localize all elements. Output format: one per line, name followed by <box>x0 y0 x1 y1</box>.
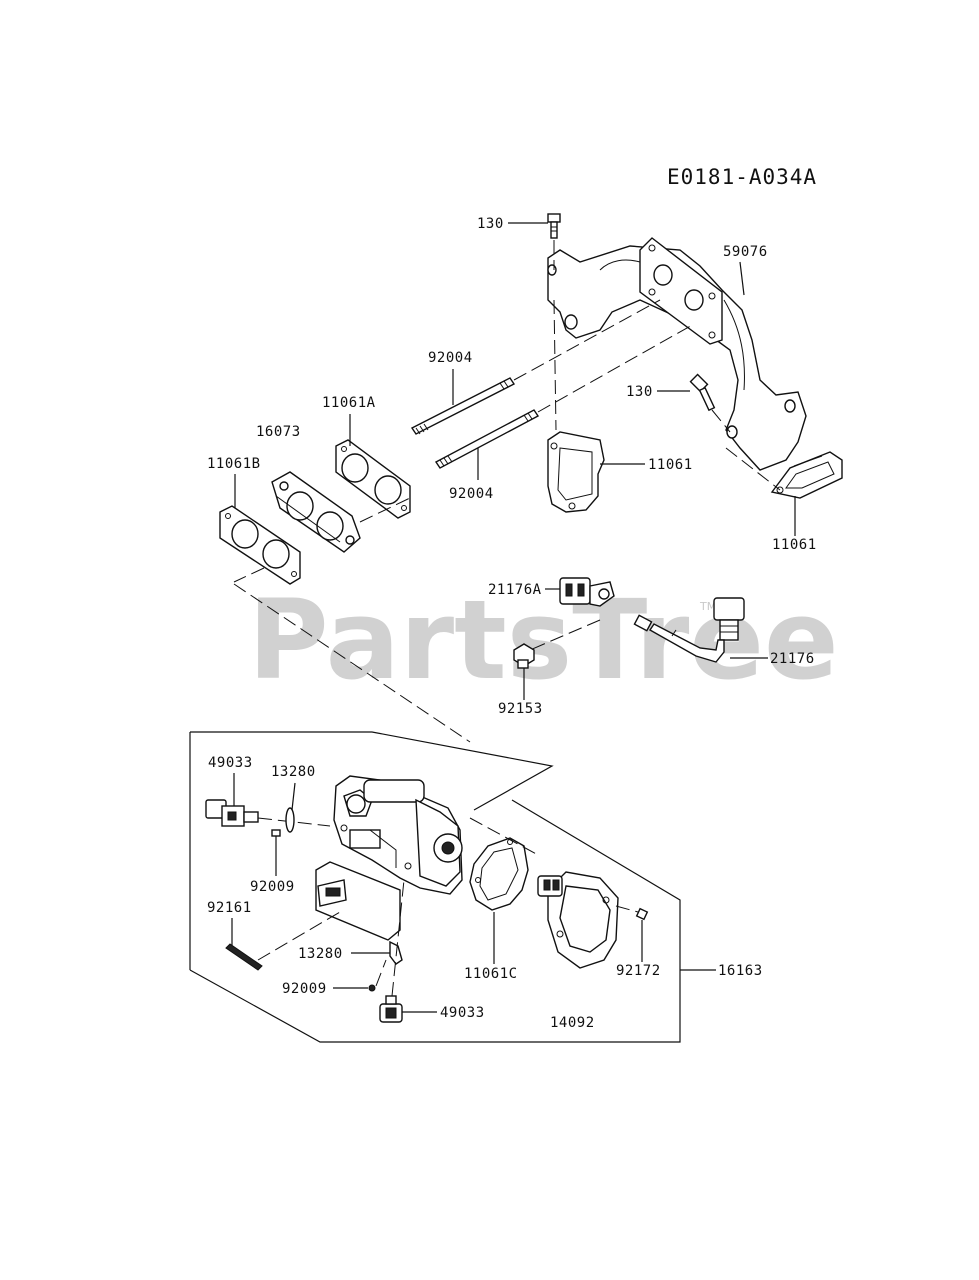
screw-92009-top <box>271 829 281 837</box>
throttle-position-sensor <box>537 871 619 969</box>
label-21176a: 21176A <box>488 582 542 598</box>
gasket-11061-right <box>770 451 843 499</box>
label-13280-bottom: 13280 <box>298 946 343 962</box>
label-92004-lower: 92004 <box>449 486 494 502</box>
intake-manifold <box>547 237 807 471</box>
watermark-trademark: TM <box>699 600 716 613</box>
stud-92004-upper <box>410 377 516 435</box>
label-92161: 92161 <box>207 900 252 916</box>
screw-92172 <box>635 907 649 921</box>
gasket-11061c <box>469 837 529 911</box>
screw-92009-bottom <box>368 984 376 992</box>
bolt-92153 <box>513 643 535 669</box>
gasket-11061b <box>219 505 301 585</box>
label-11061-right: 11061 <box>772 537 817 553</box>
label-130-mid: 130 <box>626 384 653 400</box>
label-16163: 16163 <box>718 963 763 979</box>
label-11061b: 11061B <box>207 456 261 472</box>
valve-49033-bottom <box>379 995 403 1023</box>
label-92009-top: 92009 <box>250 879 295 895</box>
oring-13280-top <box>285 807 295 833</box>
spacer-16073 <box>271 471 361 553</box>
label-14092: 14092 <box>550 1015 595 1031</box>
label-59076: 59076 <box>723 244 768 260</box>
label-92009-bottom: 92009 <box>282 981 327 997</box>
gasket-11061a <box>335 439 411 519</box>
sensor-21176 <box>633 597 745 663</box>
pin-92161 <box>225 943 263 971</box>
valve-49033-top <box>205 799 259 827</box>
bolt-130-mid <box>689 373 716 412</box>
stud-92004-lower <box>434 409 540 469</box>
label-13280-top: 13280 <box>271 764 316 780</box>
label-11061a: 11061A <box>322 395 376 411</box>
watermark-text: PartsTree <box>248 576 839 704</box>
sensor-21176a <box>559 577 615 607</box>
gasket-11061-center <box>547 431 605 513</box>
bolt-130-top <box>547 213 561 239</box>
label-11061-center: 11061 <box>648 457 693 473</box>
label-16073: 16073 <box>256 424 301 440</box>
label-11061c: 11061C <box>464 966 518 982</box>
label-49033-bottom: 49033 <box>440 1005 485 1021</box>
label-92172: 92172 <box>616 963 661 979</box>
label-130-top: 130 <box>477 216 504 232</box>
label-49033-top: 49033 <box>208 755 253 771</box>
throttle-body <box>315 775 463 941</box>
label-21176: 21176 <box>770 651 815 667</box>
throttle-assembly-outline <box>189 731 681 1043</box>
diagram-code: E0181-A034A <box>667 165 817 189</box>
label-92153: 92153 <box>498 701 543 717</box>
label-92004-upper: 92004 <box>428 350 473 366</box>
